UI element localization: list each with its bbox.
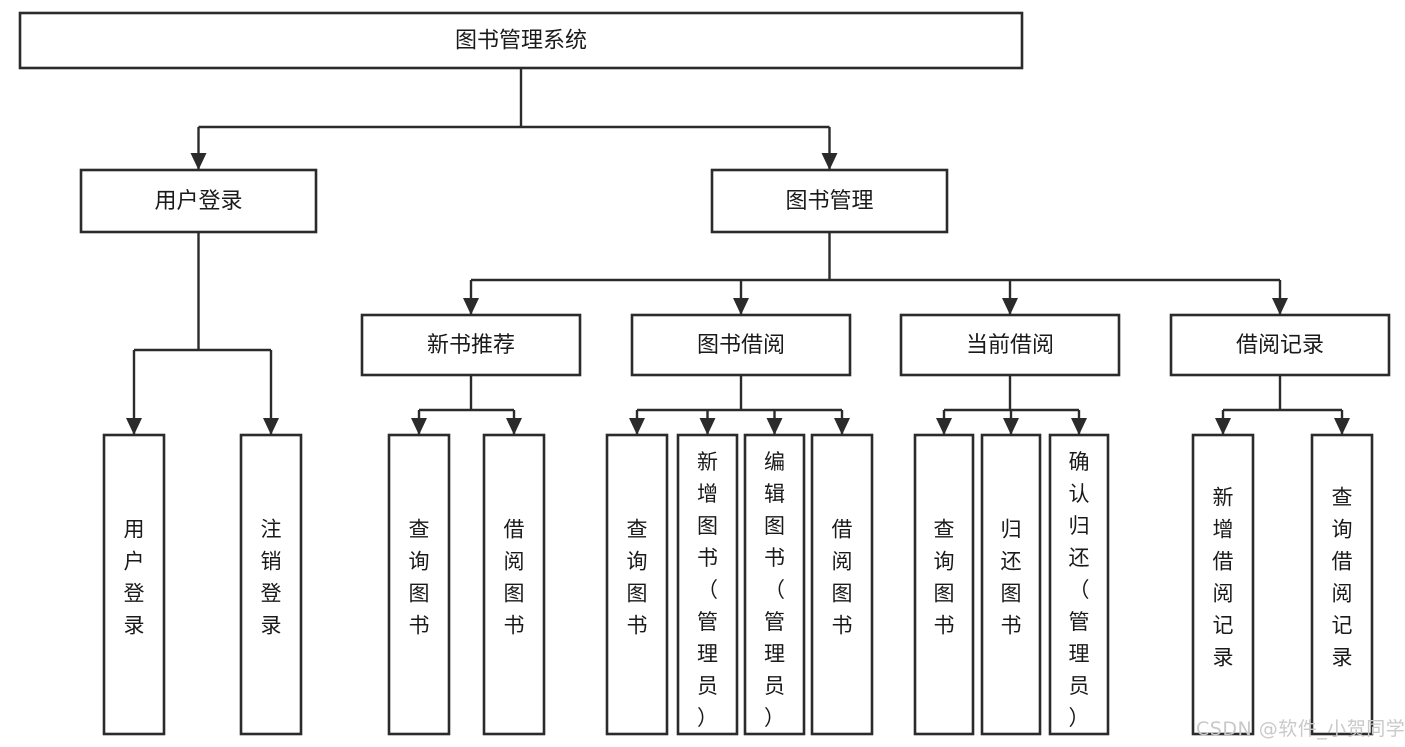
node-borrow-record[interactable]: 借阅记录 [1169, 313, 1391, 377]
arrow-head-icon [1334, 418, 1350, 435]
node-label: 用户登录 [124, 518, 145, 638]
node-label: 查询借阅记录 [1332, 486, 1353, 670]
node-box [605, 433, 669, 736]
node-leaf-query-book-1[interactable]: 查询图书 [387, 433, 451, 736]
node-label: 图书管理系统 [455, 29, 587, 54]
arrow-head-icon [821, 153, 838, 170]
node-book-manage[interactable]: 图书管理 [710, 168, 949, 234]
node-box [18, 11, 1024, 70]
node-leaf-user-login[interactable]: 用户登录 [102, 433, 166, 736]
node-label: 查询图书 [409, 518, 430, 638]
arrow-head-icon [263, 418, 279, 435]
node-label: 确认归还（管理员） [1069, 450, 1090, 730]
node-new-book-rec[interactable]: 新书推荐 [360, 313, 582, 377]
node-label: 新增图书（管理员） [697, 450, 718, 730]
node-leaf-query-book-2[interactable]: 查询图书 [605, 433, 669, 736]
node-box [1169, 313, 1391, 377]
node-box [913, 433, 975, 736]
edges-layer [126, 68, 1350, 435]
node-box [239, 433, 303, 736]
node-label: 归还图书 [1001, 518, 1022, 638]
node-leaf-add-record[interactable]: 新增借阅记录 [1191, 433, 1255, 736]
node-label: 查询图书 [627, 518, 648, 638]
node-box [1310, 433, 1374, 736]
node-box [1048, 433, 1110, 736]
node-box [482, 433, 546, 736]
node-box [899, 313, 1121, 377]
arrow-head-icon [699, 418, 716, 435]
node-leaf-query-book-3[interactable]: 查询图书 [913, 433, 975, 736]
arrow-head-icon [126, 418, 142, 435]
node-label: 当前借阅 [966, 333, 1054, 358]
node-label: 借阅图书 [504, 518, 525, 638]
node-label: 借阅图书 [832, 518, 853, 638]
node-label: 新增借阅记录 [1213, 486, 1234, 670]
csdn-watermark: CSDN @软件_小贺同学 [1196, 718, 1405, 740]
node-leaf-borrow-book-1[interactable]: 借阅图书 [482, 433, 546, 736]
node-current-borrow[interactable]: 当前借阅 [899, 313, 1121, 377]
arrow-head-icon [411, 418, 427, 435]
node-label: 用户登录 [154, 189, 242, 214]
node-box [1191, 433, 1255, 736]
arrow-head-icon [1272, 298, 1288, 315]
node-leaf-add-book[interactable]: 新增图书（管理员） [676, 433, 739, 736]
node-label: 借阅记录 [1236, 333, 1324, 358]
node-box [743, 433, 806, 736]
node-box [676, 433, 739, 736]
arrow-head-icon [1071, 418, 1087, 435]
node-leaf-confirm-return[interactable]: 确认归还（管理员） [1048, 433, 1110, 736]
node-leaf-return-book[interactable]: 归还图书 [980, 433, 1042, 736]
node-box [360, 313, 582, 377]
node-leaf-query-record[interactable]: 查询借阅记录 [1310, 433, 1374, 736]
node-root[interactable]: 图书管理系统 [18, 11, 1024, 70]
node-label: 注销登录 [261, 518, 282, 638]
node-leaf-borrow-book-2[interactable]: 借阅图书 [810, 433, 874, 736]
node-book-borrow[interactable]: 图书借阅 [630, 313, 852, 377]
node-box [980, 433, 1042, 736]
arrow-head-icon [733, 298, 749, 315]
node-label: 图书借阅 [697, 333, 785, 358]
arrow-head-icon [1003, 418, 1019, 435]
nodes-layer: 图书管理系统用户登录图书管理新书推荐图书借阅当前借阅借阅记录用户登录注销登录查询… [18, 11, 1391, 736]
node-box [810, 433, 874, 736]
node-label: 查询图书 [934, 518, 955, 638]
arrow-head-icon [936, 418, 952, 435]
arrow-head-icon [766, 418, 783, 435]
arrow-head-icon [506, 418, 522, 435]
node-box [102, 433, 166, 736]
arrow-head-icon [1215, 418, 1231, 435]
node-label: 图书管理 [785, 189, 873, 214]
node-box [79, 168, 318, 234]
node-box [630, 313, 852, 377]
node-leaf-edit-book[interactable]: 编辑图书（管理员） [743, 433, 806, 736]
arrow-head-icon [190, 153, 207, 170]
arrow-head-icon [629, 418, 645, 435]
node-label: 编辑图书（管理员） [764, 450, 785, 730]
node-label: 新书推荐 [427, 333, 515, 358]
node-user-login[interactable]: 用户登录 [79, 168, 318, 234]
arrow-head-icon [834, 418, 850, 435]
arrow-head-icon [1002, 298, 1018, 315]
arrow-head-icon [463, 298, 479, 315]
node-box [710, 168, 949, 234]
node-leaf-user-logout[interactable]: 注销登录 [239, 433, 303, 736]
node-box [387, 433, 451, 736]
